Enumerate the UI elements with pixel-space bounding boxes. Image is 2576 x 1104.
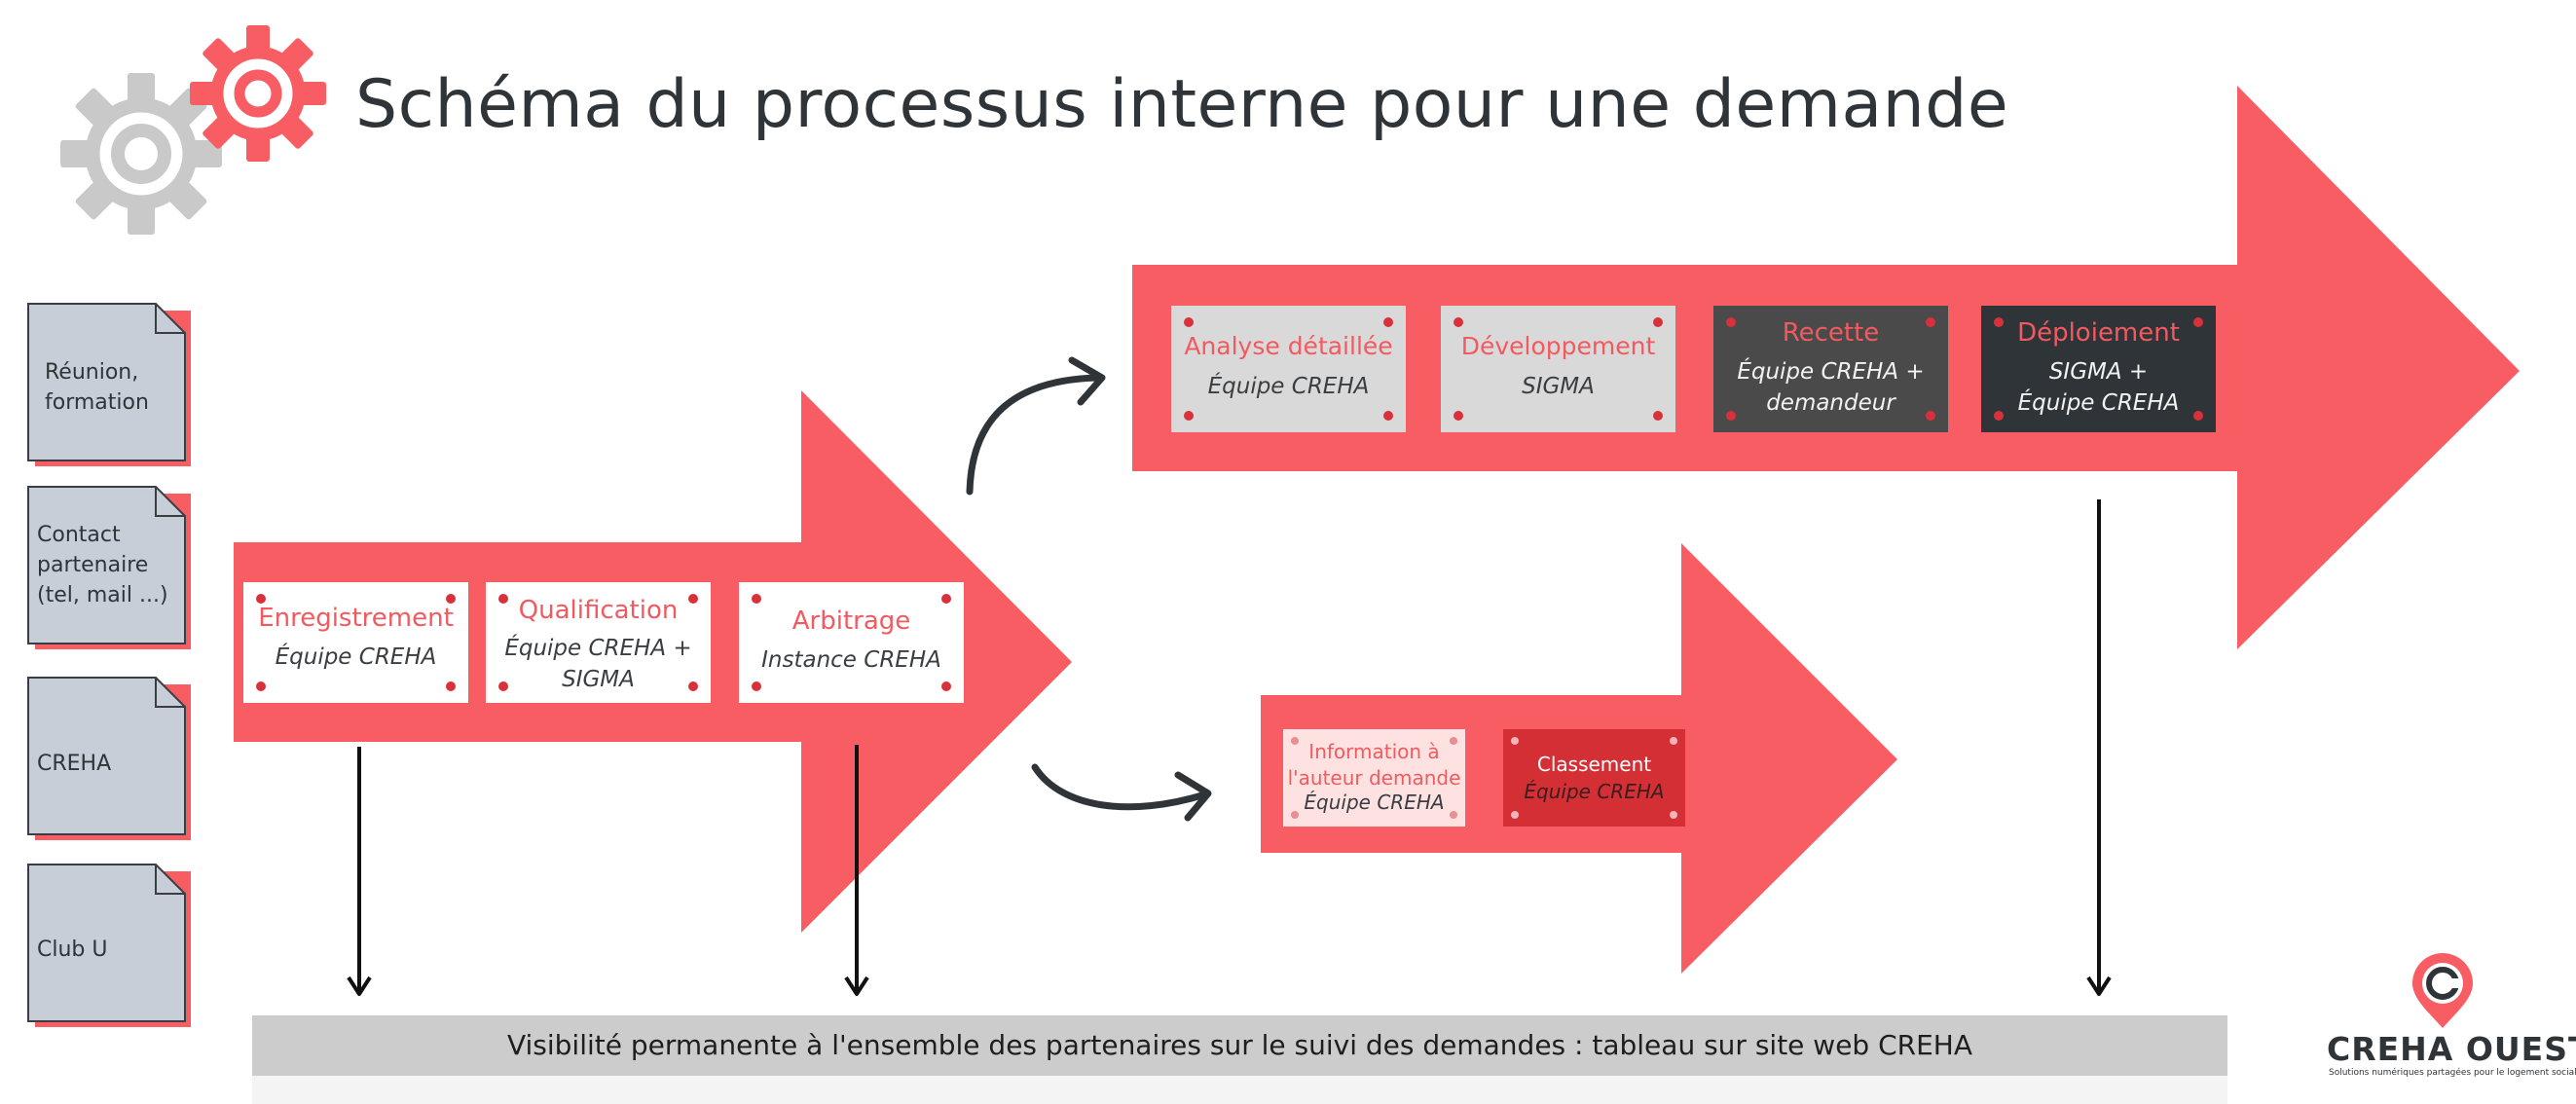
step-team: Équipe CREHA	[1304, 791, 1445, 814]
source-document: Club U	[27, 864, 191, 1029]
logo-tagline: Solutions numériques partagées pour le l…	[2329, 1068, 2576, 1078]
step-card: Classement Équipe CREHA	[1503, 729, 1685, 827]
step-title: Recette	[1782, 318, 1880, 348]
step-title: Classement	[1536, 753, 1652, 776]
step-card: Analyse détaillée Équipe CREHA	[1171, 306, 1406, 432]
step-title: Développement	[1460, 332, 1656, 360]
arrow-head	[347, 975, 372, 996]
arrow-head	[2086, 975, 2112, 996]
step-card: Développement SIGMA	[1441, 306, 1675, 432]
step-card: Information à l'auteur demande Équipe CR…	[1283, 729, 1465, 827]
step-team: SIGMA + Équipe CREHA	[2017, 359, 2180, 416]
step-title: Déploiement	[2017, 318, 2180, 348]
step-team: Équipe CREHA	[275, 644, 437, 670]
step-team: Équipe CREHA + SIGMA	[504, 636, 692, 692]
source-label: CREHA	[37, 752, 112, 776]
step-team: Équipe CREHA	[1207, 374, 1370, 399]
page-title: Schéma du processus interne pour une dem…	[355, 66, 2009, 143]
step-team: Équipe CREHA	[1524, 780, 1665, 803]
step-team: Équipe CREHA + demandeur	[1737, 359, 1925, 416]
step-card: Déploiement SIGMA + Équipe CREHA	[1981, 306, 2216, 432]
step-title: Arbitrage	[791, 607, 911, 636]
step-card: Qualification Équipe CREHA + SIGMA	[486, 582, 711, 703]
step-title: Information à l'auteur demande	[1287, 740, 1461, 790]
step-card: Enregistrement Équipe CREHA	[243, 582, 468, 703]
step-title: Qualification	[518, 596, 679, 625]
curved-arrow-down	[1031, 763, 1209, 811]
visibility-banner: Visibilité permanente à l'ensemble des p…	[252, 1015, 2227, 1076]
source-document: CREHA	[27, 677, 191, 842]
step-card: Recette Équipe CREHA + demandeur	[1713, 306, 1948, 432]
step-card: Arbitrage Instance CREHA	[739, 582, 964, 703]
source-label: Contact partenaire (tel, mail ...)	[37, 523, 168, 607]
source-label: Club U	[37, 938, 108, 962]
curved-arrow-up	[966, 374, 1102, 496]
step-title: Analyse détaillée	[1184, 332, 1393, 360]
step-title: Enregistrement	[258, 604, 454, 633]
arrow-head	[1174, 771, 1212, 822]
step-team: Instance CREHA	[761, 647, 941, 673]
source-label: Réunion, formation	[45, 360, 149, 415]
logo-name: CREHA OUEST	[2327, 1030, 2576, 1068]
arrow-head	[844, 975, 869, 996]
source-document: Contact partenaire (tel, mail ...)	[27, 486, 191, 651]
source-document: Réunion, formation	[27, 303, 191, 468]
step-team: SIGMA	[1522, 374, 1595, 399]
banner-shadow	[252, 1076, 2227, 1104]
arrow-head	[1068, 356, 1106, 406]
gear-icon	[190, 25, 326, 162]
location-pin-icon	[2412, 953, 2473, 1028]
